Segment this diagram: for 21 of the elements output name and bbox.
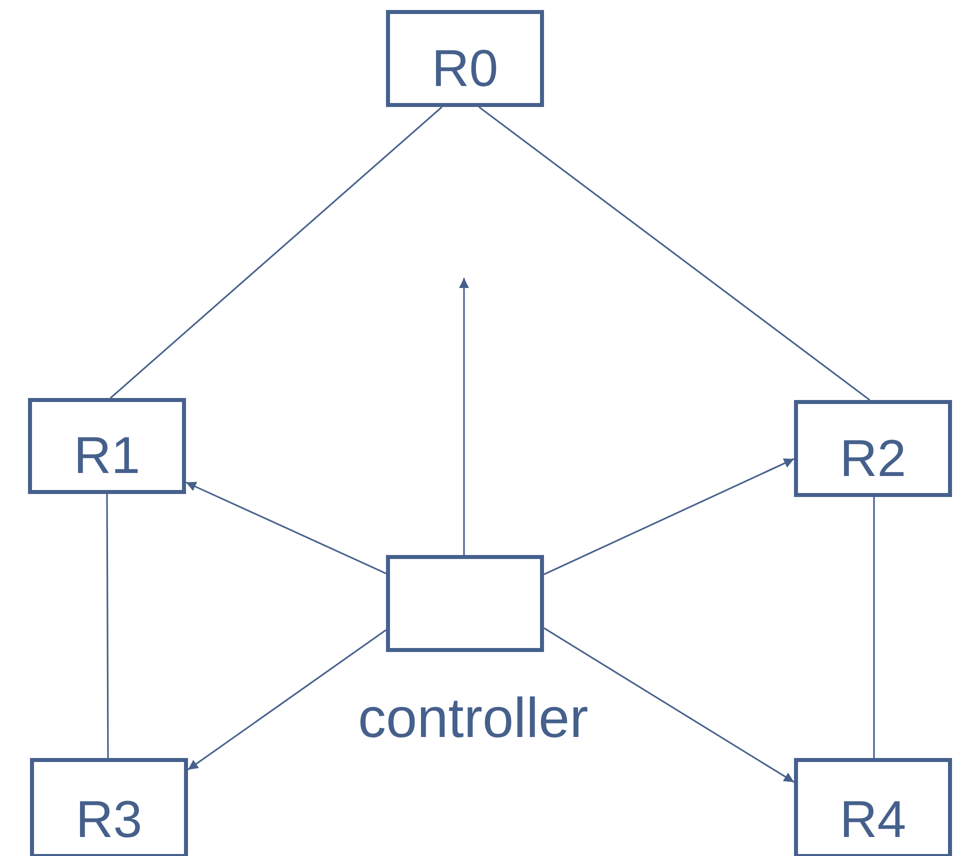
node-label: R1 <box>74 430 140 487</box>
router-box <box>30 758 188 856</box>
node-label: R2 <box>840 433 906 490</box>
router-box <box>794 400 952 497</box>
arrow <box>459 278 469 555</box>
router-box <box>794 758 952 856</box>
node-label: R0 <box>432 43 498 100</box>
controller-box <box>386 555 544 652</box>
arrow <box>544 458 794 576</box>
node-caption: controller <box>358 690 588 746</box>
arrow <box>188 629 386 770</box>
arrow <box>544 627 794 783</box>
link-line <box>873 497 875 758</box>
link-line <box>106 494 109 758</box>
arrow <box>186 482 386 574</box>
router-box <box>386 10 544 107</box>
link-line <box>110 106 442 399</box>
node-label: R3 <box>76 794 142 851</box>
node-label: R4 <box>840 794 906 851</box>
router-box <box>28 398 186 494</box>
link-line <box>478 106 870 401</box>
